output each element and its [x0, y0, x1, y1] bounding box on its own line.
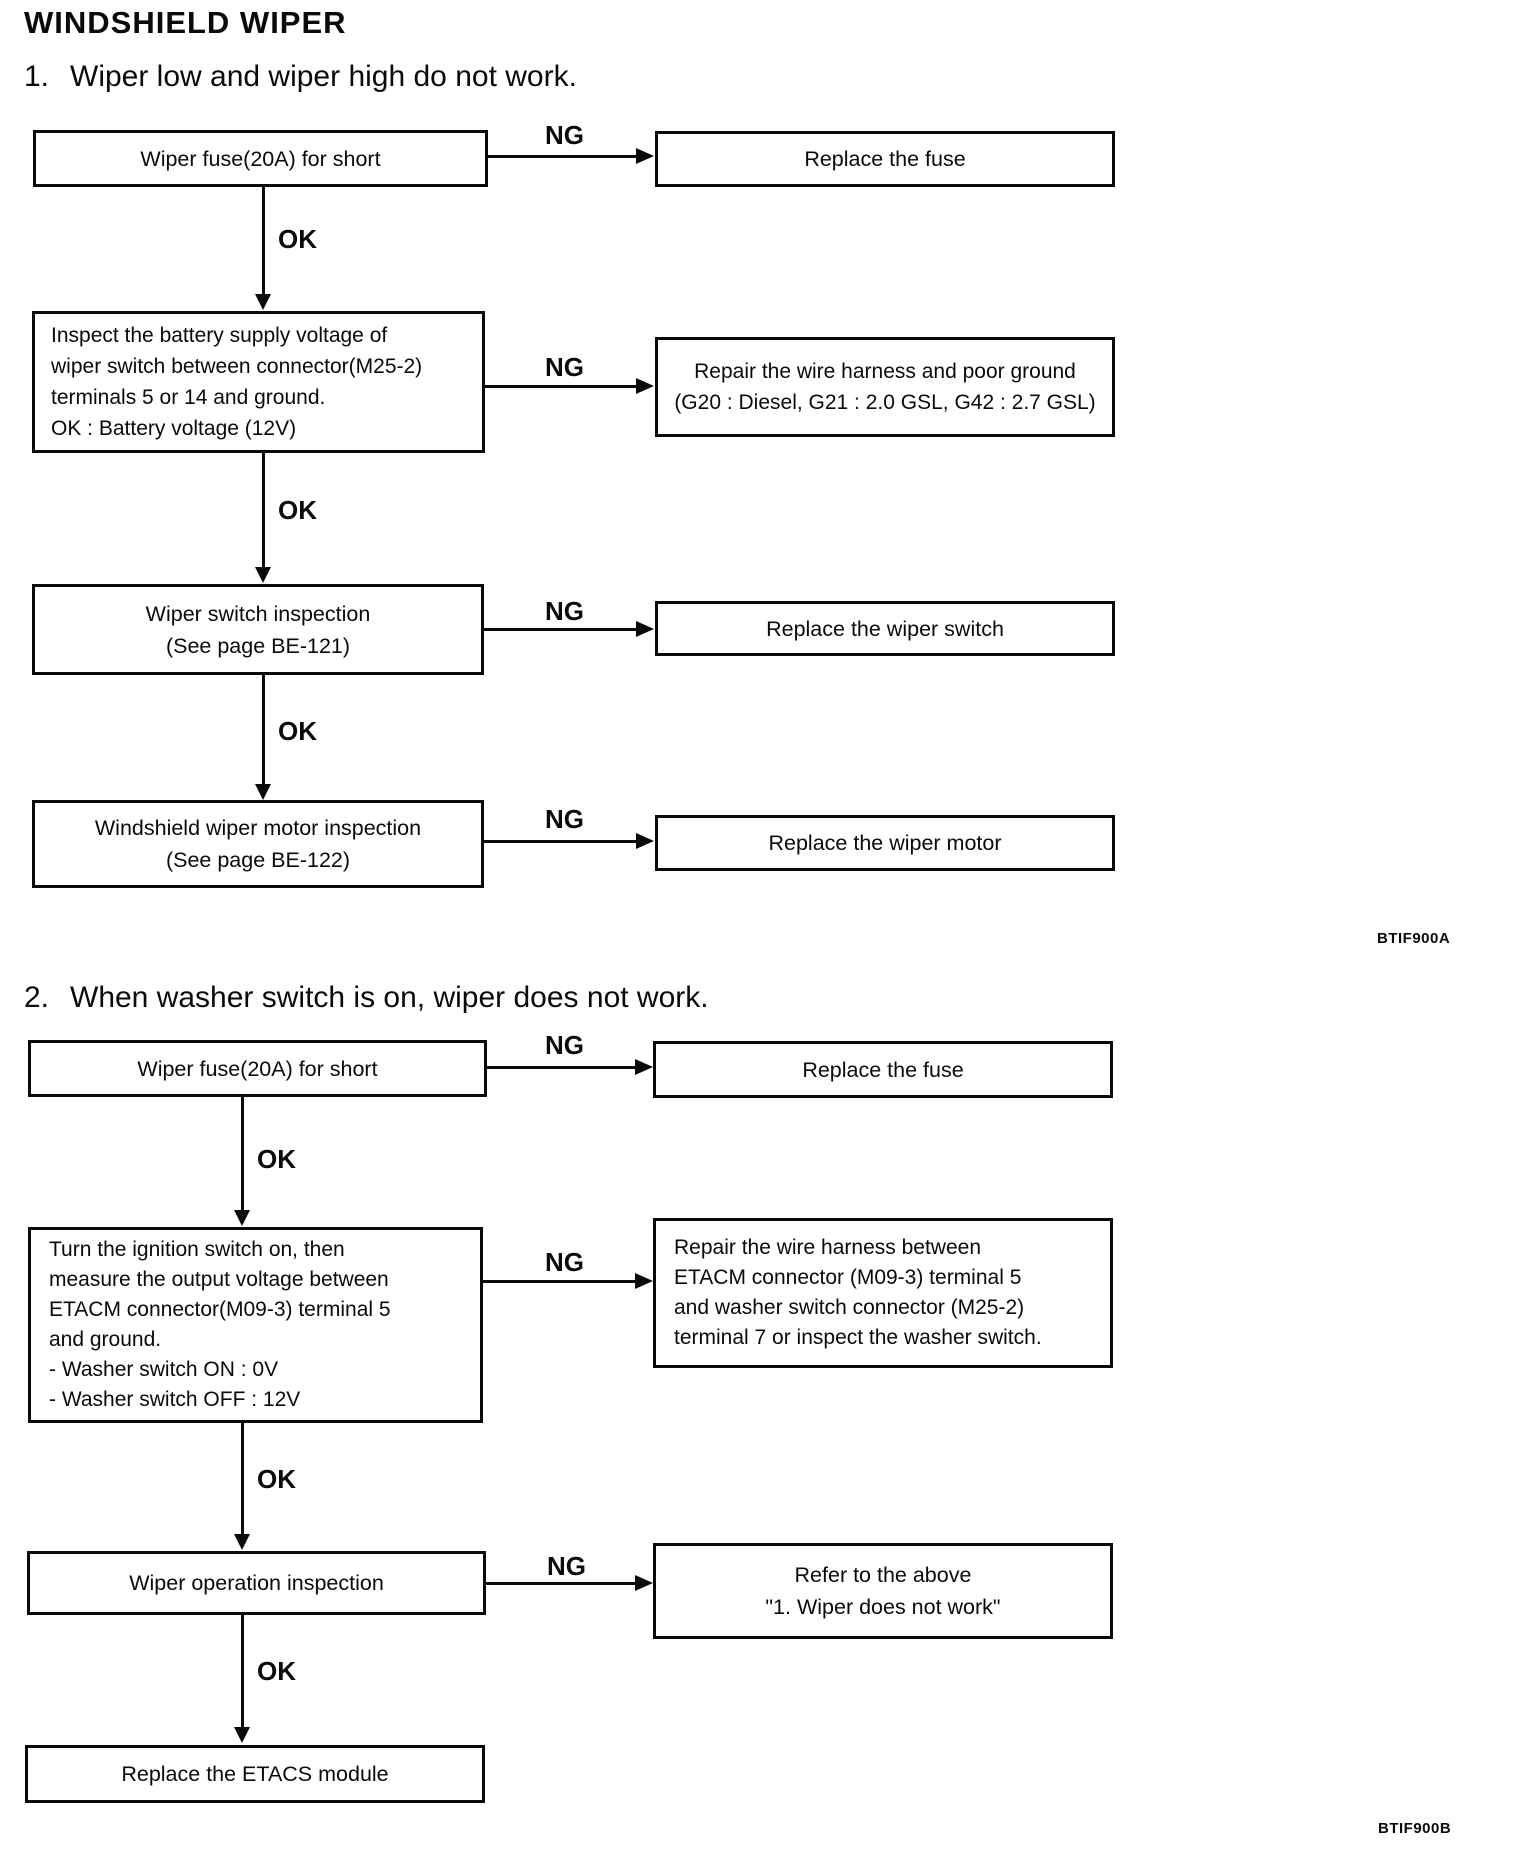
section2-heading: When washer switch is on, wiper does not…	[70, 981, 709, 1014]
ng-label: NG	[545, 804, 584, 834]
section2-number: 2.	[24, 981, 50, 1014]
ng-arrow	[487, 1059, 653, 1075]
ok-arrow	[255, 675, 271, 800]
ng-label: NG	[545, 1247, 584, 1277]
ok-arrow	[234, 1097, 250, 1226]
ng-label: NG	[547, 1551, 586, 1581]
figure-code-b: BTIF900B	[1378, 1820, 1452, 1837]
ng-arrow	[483, 1273, 653, 1289]
node-s2-output-voltage-check: Turn the ignition switch on, then measur…	[28, 1227, 483, 1423]
section1-number: 1.	[24, 60, 50, 93]
node-s2-refer-above: Refer to the above "1. Wiper does not wo…	[653, 1543, 1113, 1639]
page-title: WINDSHIELD WIPER	[24, 5, 347, 40]
node-s1-wiper-switch-inspection: Wiper switch inspection (See page BE-121…	[32, 584, 484, 675]
ok-arrow	[255, 453, 271, 583]
node-s1-replace-wiper-switch: Replace the wiper switch	[655, 601, 1115, 656]
ok-label: OK	[257, 1464, 296, 1494]
ok-label: OK	[278, 716, 317, 746]
node-s1-repair-harness-ground: Repair the wire harness and poor ground …	[655, 337, 1115, 437]
node-s1-wiper-fuse-check: Wiper fuse(20A) for short	[33, 130, 488, 187]
ng-arrow	[485, 378, 654, 394]
node-s1-replace-wiper-motor: Replace the wiper motor	[655, 815, 1115, 871]
node-s2-replace-etacs-module: Replace the ETACS module	[25, 1745, 485, 1803]
node-s2-wiper-operation-inspection: Wiper operation inspection	[27, 1551, 486, 1615]
ng-label: NG	[545, 120, 584, 150]
ng-arrow	[488, 148, 654, 164]
ok-label: OK	[278, 495, 317, 525]
ok-label: OK	[257, 1144, 296, 1174]
ok-arrow	[234, 1423, 250, 1550]
ng-label: NG	[545, 1030, 584, 1060]
ok-label: OK	[278, 224, 317, 254]
node-s2-wiper-fuse-check: Wiper fuse(20A) for short	[28, 1040, 487, 1097]
node-s1-wiper-motor-inspection: Windshield wiper motor inspection (See p…	[32, 800, 484, 888]
node-s1-replace-fuse: Replace the fuse	[655, 131, 1115, 187]
ng-arrow	[484, 621, 654, 637]
node-s1-battery-voltage-check: Inspect the battery supply voltage of wi…	[32, 311, 485, 453]
ok-arrow	[234, 1615, 250, 1743]
node-s2-repair-harness-washer: Repair the wire harness between ETACM co…	[653, 1218, 1113, 1368]
ng-arrow	[486, 1575, 653, 1591]
ok-label: OK	[257, 1656, 296, 1686]
figure-code-a: BTIF900A	[1377, 930, 1451, 947]
node-s2-replace-fuse: Replace the fuse	[653, 1041, 1113, 1098]
ng-label: NG	[545, 352, 584, 382]
ng-arrow	[484, 833, 654, 849]
section1-heading: Wiper low and wiper high do not work.	[70, 60, 577, 93]
ok-arrow	[255, 187, 271, 310]
ng-label: NG	[545, 596, 584, 626]
